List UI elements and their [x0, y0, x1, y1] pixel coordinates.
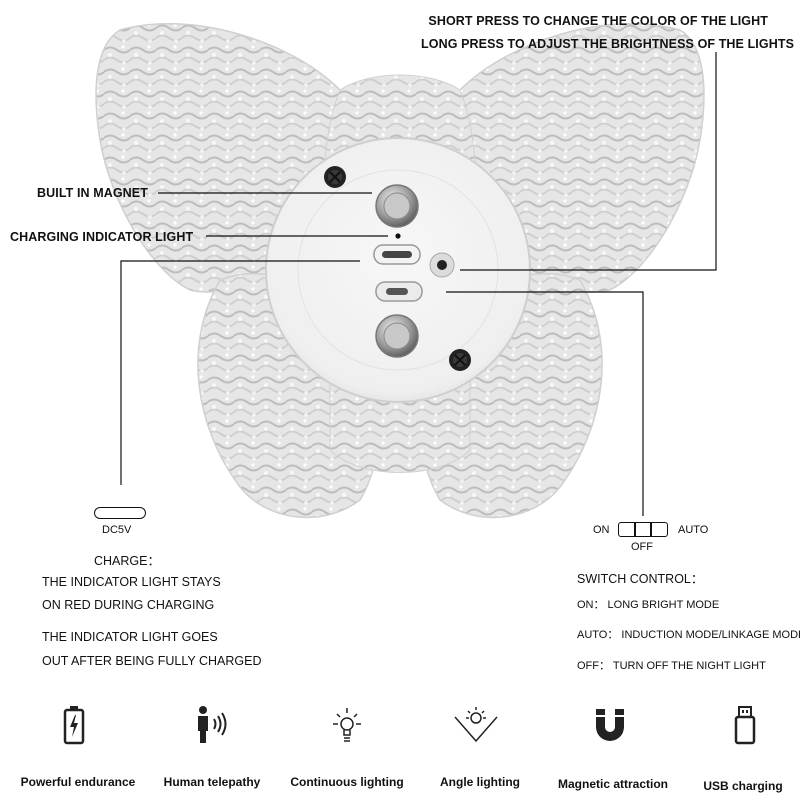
battery-icon — [63, 706, 85, 745]
feature-label-powerful-endurance: Powerful endurance — [20, 775, 136, 789]
feature-label-usb-charging: USB charging — [703, 779, 783, 793]
feature-label-angle-lighting: Angle lighting — [440, 775, 520, 789]
switch-diagram-icon — [618, 522, 668, 537]
charge-line-1: THE INDICATOR LIGHT STAYS — [42, 575, 221, 589]
screw-bottom-right — [449, 349, 471, 371]
long-press-callout: LONG PRESS TO ADJUST THE BRIGHTNESS OF T… — [421, 37, 794, 51]
switch-on-mode: ON： LONG BRIGHT MODE — [577, 599, 720, 611]
angle-light-icon — [454, 707, 498, 743]
usb-icon — [734, 706, 756, 745]
built-in-magnet-callout: BUILT IN MAGNET — [37, 186, 148, 200]
switch-title: SWITCH CONTROL： — [577, 572, 704, 586]
dc5v-label: DC5V — [102, 524, 132, 536]
screw-top-left — [324, 166, 346, 188]
feature-label-magnetic-attraction: Magnetic attraction — [557, 777, 668, 791]
charge-line-4: OUT AFTER BEING FULLY CHARGED — [42, 654, 262, 668]
charge-line-3: THE INDICATOR LIGHT GOES — [42, 630, 218, 644]
magnet-icon — [596, 709, 624, 741]
switch-auto-label: AUTO — [678, 524, 709, 536]
feature-label-human-telepathy: Human telepathy — [163, 775, 261, 789]
switch-auto-mode: AUTO： INDUCTION MODE/LINKAGE MODE — [577, 629, 800, 641]
switch-off-label: OFF — [631, 541, 653, 553]
switch-on-label: ON — [593, 524, 610, 536]
charge-title: CHARGE： — [94, 554, 160, 568]
switch-off-mode: OFF： TURN OFF THE NIGHT LIGHT — [577, 660, 766, 672]
indicator-light — [395, 233, 401, 239]
dc5v-port-icon — [94, 507, 146, 519]
feature-label-continuous-lighting: Continuous lighting — [290, 775, 404, 789]
charging-indicator-callout: CHARGING INDICATOR LIGHT — [10, 230, 194, 244]
human-sensor-icon — [198, 706, 227, 743]
charge-line-2: ON RED DURING CHARGING — [42, 598, 215, 612]
short-press-callout: SHORT PRESS TO CHANGE THE COLOR OF THE L… — [428, 14, 768, 28]
bulb-icon — [333, 708, 361, 742]
